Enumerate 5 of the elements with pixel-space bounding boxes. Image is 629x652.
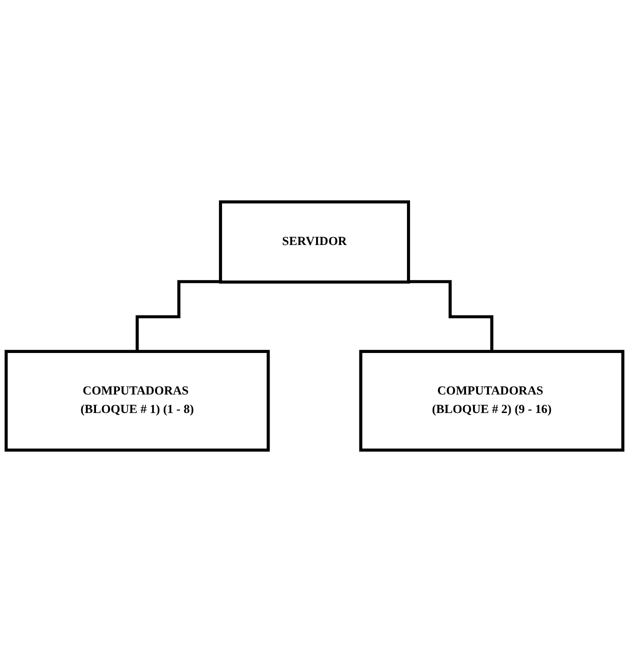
node-box: SERVIDOR — [218, 200, 410, 284]
node-box: COMPUTADORAS (BLOQUE # 1) (1 - 8) — [4, 350, 270, 452]
connector — [136, 280, 220, 353]
connector — [408, 280, 494, 353]
node-box: COMPUTADORAS (BLOQUE # 2) (9 - 16) — [359, 350, 624, 452]
